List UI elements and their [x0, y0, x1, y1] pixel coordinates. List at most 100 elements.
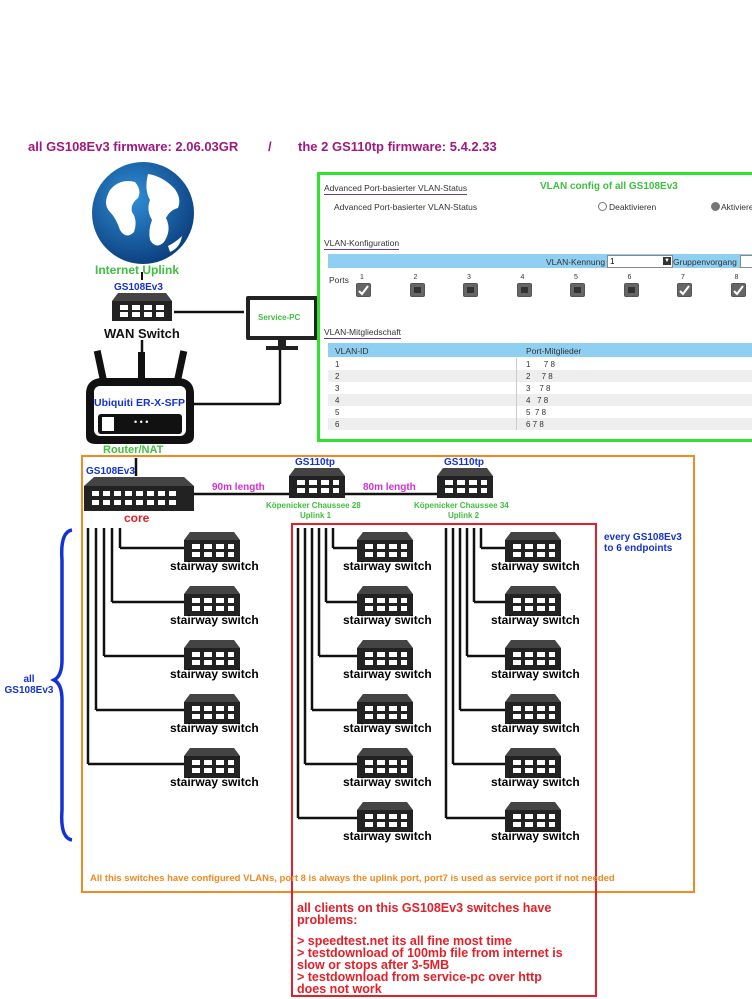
port-members-cell: 6 7 8	[526, 420, 544, 429]
column-divider	[516, 418, 517, 430]
wan-switch-icon	[112, 293, 172, 321]
port-checked-icon[interactable]	[356, 283, 371, 297]
problem-line: > speedtest.net its all fine most time	[297, 934, 512, 948]
port-number: 4	[520, 274, 525, 281]
all-gs108-label: all GS108Ev3	[3, 674, 55, 696]
problems-description: all clients on this GS108Ev3 switches ha…	[297, 901, 589, 996]
port-members-cell: 5 7 8	[526, 408, 547, 417]
problem-line: does not work	[297, 982, 382, 996]
problem-line: all clients on this GS108Ev3 switches ha…	[297, 901, 552, 915]
router-nat-label: Router/NAT	[103, 444, 164, 456]
vlan-switches-area	[81, 455, 695, 893]
stairway-switch-label: stairway switch	[491, 613, 580, 627]
port-icon[interactable]	[570, 283, 585, 297]
column-divider	[516, 406, 517, 418]
problem-switches-area	[291, 523, 597, 997]
problem-line: > testdownload from service-pc over http	[297, 970, 542, 984]
port-number: 7	[681, 274, 685, 281]
port-icon[interactable]	[409, 283, 425, 297]
service-pc-label: Service-PC	[258, 313, 301, 322]
stairway-switch-icon	[357, 802, 413, 834]
wan-switch-model: GS108Ev3	[114, 282, 163, 293]
stairway-switch-icon	[505, 748, 561, 780]
stairway-switch-label: stairway switch	[343, 721, 432, 735]
port-members-cell: 4 7 8	[526, 396, 549, 405]
problem-line: > testdownload of 100mb file from intern…	[297, 946, 563, 960]
column-divider	[516, 358, 517, 370]
group-operation-select[interactable]	[740, 255, 752, 268]
stairway-switch-icon	[184, 694, 240, 726]
vlan-id-select[interactable]: 1 ▼	[607, 255, 673, 268]
core-switch-icon	[84, 477, 194, 511]
uplink2-label: Uplink 2	[448, 511, 480, 520]
column-divider	[516, 370, 517, 382]
stairway-switch-label: stairway switch	[491, 829, 580, 843]
uplink2-model: GS110tp	[444, 457, 485, 468]
stairway-switch-label: stairway switch	[491, 667, 580, 681]
stairway-switch-label: stairway switch	[343, 667, 432, 681]
port-icon[interactable]	[623, 283, 639, 297]
stairway-switch-icon	[184, 748, 240, 780]
vlan-id-cell: 4	[335, 396, 340, 405]
gs110-firmware-note: the 2 GS110tp firmware: 5.4.2.33	[298, 139, 497, 154]
stairway-switch-label: stairway switch	[491, 775, 580, 789]
core-switch-model: GS108Ev3	[86, 466, 135, 477]
uplink1-label: Uplink 1	[300, 511, 332, 520]
stairway-switch-icon	[357, 586, 413, 618]
uplink1-location: Köpenicker Chaussee 28	[266, 501, 361, 510]
all-label-line-1: all	[23, 674, 35, 685]
vlan-id-label: VLAN-Kennung	[546, 257, 606, 267]
stairway-switch-icon	[357, 694, 413, 726]
wan-switch-label: WAN Switch	[104, 326, 180, 341]
stairway-switch-icon	[505, 586, 561, 618]
firmware-separator: /	[268, 139, 272, 154]
vlan-status-section-title: Advanced Port-basierter VLAN-Status	[324, 183, 468, 195]
all-label-line-2: GS108Ev3	[4, 685, 54, 696]
port-checked-icon[interactable]	[730, 283, 746, 297]
stairway-switch-icon	[357, 748, 413, 780]
chevron-down-icon: ▼	[663, 257, 671, 265]
router-status-dots: • • •	[134, 417, 149, 427]
deactivate-label: Deaktivieren	[609, 202, 657, 212]
every-switch-note: every GS108Ev3 to 6 endpoints	[604, 532, 682, 554]
membership-table-header: VLAN-ID Port-Mitglieder	[328, 343, 752, 357]
port-icon[interactable]	[516, 283, 532, 297]
stairway-switch-icon	[505, 640, 561, 672]
problem-line: slow or stops after 3-5MB	[297, 958, 450, 972]
group-operation-label: Gruppenvorgang	[673, 257, 737, 267]
activate-radio[interactable]	[711, 202, 720, 211]
stairway-switch-label: stairway switch	[170, 775, 259, 789]
uplink2-location: Köpenicker Chaussee 34	[414, 501, 509, 510]
stairway-switch-icon	[357, 640, 413, 672]
activate-label: Aktiviere	[721, 202, 752, 212]
stairway-switch-icon	[184, 640, 240, 672]
uplink1-model: GS110tp	[295, 457, 336, 468]
port-checked-icon[interactable]	[677, 283, 692, 297]
every-note-line-1: every GS108Ev3	[604, 532, 682, 543]
port-icon[interactable]	[463, 283, 478, 297]
stairway-switch-icon	[184, 532, 240, 564]
internet-uplink-label: Internet Uplink	[95, 263, 180, 277]
vlan-config-note: All this switches have configured VLANs,…	[90, 873, 615, 884]
ports-label: Ports	[329, 275, 349, 285]
port-number: 1	[360, 274, 364, 281]
uplink1-switch-icon	[289, 468, 345, 498]
deactivate-radio[interactable]	[598, 202, 607, 211]
stairway-switch-label: stairway switch	[170, 613, 259, 627]
vlan-id-cell: 1	[335, 360, 340, 369]
core-label: core	[124, 511, 150, 525]
port-members-cell: 3 7 8	[526, 384, 551, 393]
link-80m-label: 80m length	[363, 482, 416, 493]
port-number: 8	[734, 274, 739, 281]
vlan-panel-title: VLAN config of all GS108Ev3	[540, 181, 678, 192]
stairway-switch-icon	[505, 694, 561, 726]
stairway-switch-icon	[505, 532, 561, 564]
column-divider	[516, 394, 517, 406]
globe-icon	[92, 162, 194, 264]
stairway-switch-label: stairway switch	[170, 559, 259, 573]
router-model: Ubiquiti ER-X-SFP	[94, 397, 185, 409]
problem-line: problems:	[297, 913, 358, 927]
port-number: 5	[574, 274, 578, 281]
